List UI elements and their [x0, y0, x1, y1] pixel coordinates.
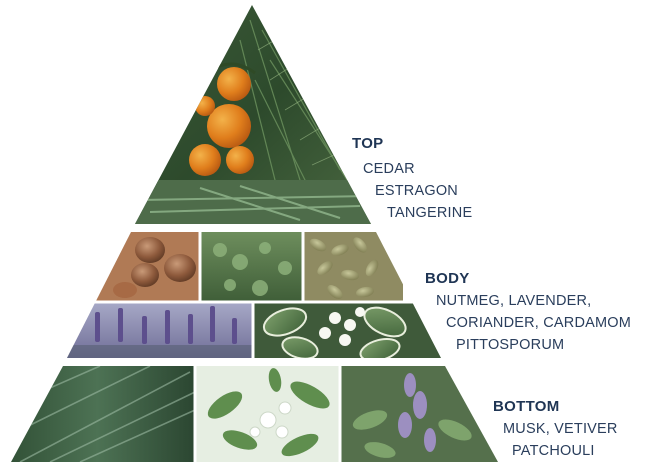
body-note: CORIANDER, CARDAMOM	[446, 314, 631, 332]
top-tier-label: TOP	[352, 135, 383, 153]
body-note: PITTOSPORUM	[456, 336, 564, 354]
top-note: CEDAR	[363, 160, 415, 178]
body-tier-label: BODY	[425, 270, 470, 288]
body-note: NUTMEG, LAVENDER,	[436, 292, 591, 310]
bottom-tier-image	[0, 366, 500, 462]
top-note: ESTRAGON	[375, 182, 458, 200]
bottom-note: PATCHOULI	[512, 442, 595, 460]
top-tier-image	[130, 0, 380, 230]
bottom-note: MUSK, VETIVER	[503, 420, 618, 438]
top-note: TANGERINE	[387, 204, 472, 222]
bottom-tier-label: BOTTOM	[493, 398, 560, 416]
